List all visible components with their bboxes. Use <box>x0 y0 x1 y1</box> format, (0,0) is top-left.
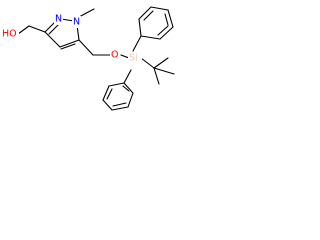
bond-c5-c4-double <box>60 43 76 50</box>
nitrogen-1-label: N <box>73 17 80 28</box>
bond-c5-ch2 <box>78 39 94 56</box>
bond-c4-c3 <box>44 31 61 48</box>
hydroxyl-label: HO <box>2 29 17 40</box>
tert-butyl-group <box>153 57 175 85</box>
phenyl-bottom-ring <box>102 82 134 111</box>
atom-label-group: HO N N O Si <box>1 13 142 64</box>
bond-c5-c4 <box>59 39 80 48</box>
bond-n2-n1 <box>60 18 75 22</box>
bond-si-tbu <box>140 57 155 69</box>
bond-si-phenyl-bottom <box>123 69 132 84</box>
nitrogen-2-label: N <box>55 14 62 25</box>
bond-ho-ch2 <box>17 25 30 35</box>
phenyl-top-ring <box>138 6 174 40</box>
bond-group <box>17 6 175 111</box>
chemical-structure: HO N N O Si <box>1 6 175 111</box>
bond-si-phenyl-top <box>132 35 142 52</box>
silicon-label: Si <box>129 53 138 64</box>
bond-c3-n2-double <box>48 23 60 35</box>
bond-ch2-c3 <box>28 25 46 33</box>
ether-oxygen-label: O <box>111 50 118 61</box>
bond-o-si <box>120 54 130 59</box>
bond-n1-methyl <box>78 8 95 18</box>
